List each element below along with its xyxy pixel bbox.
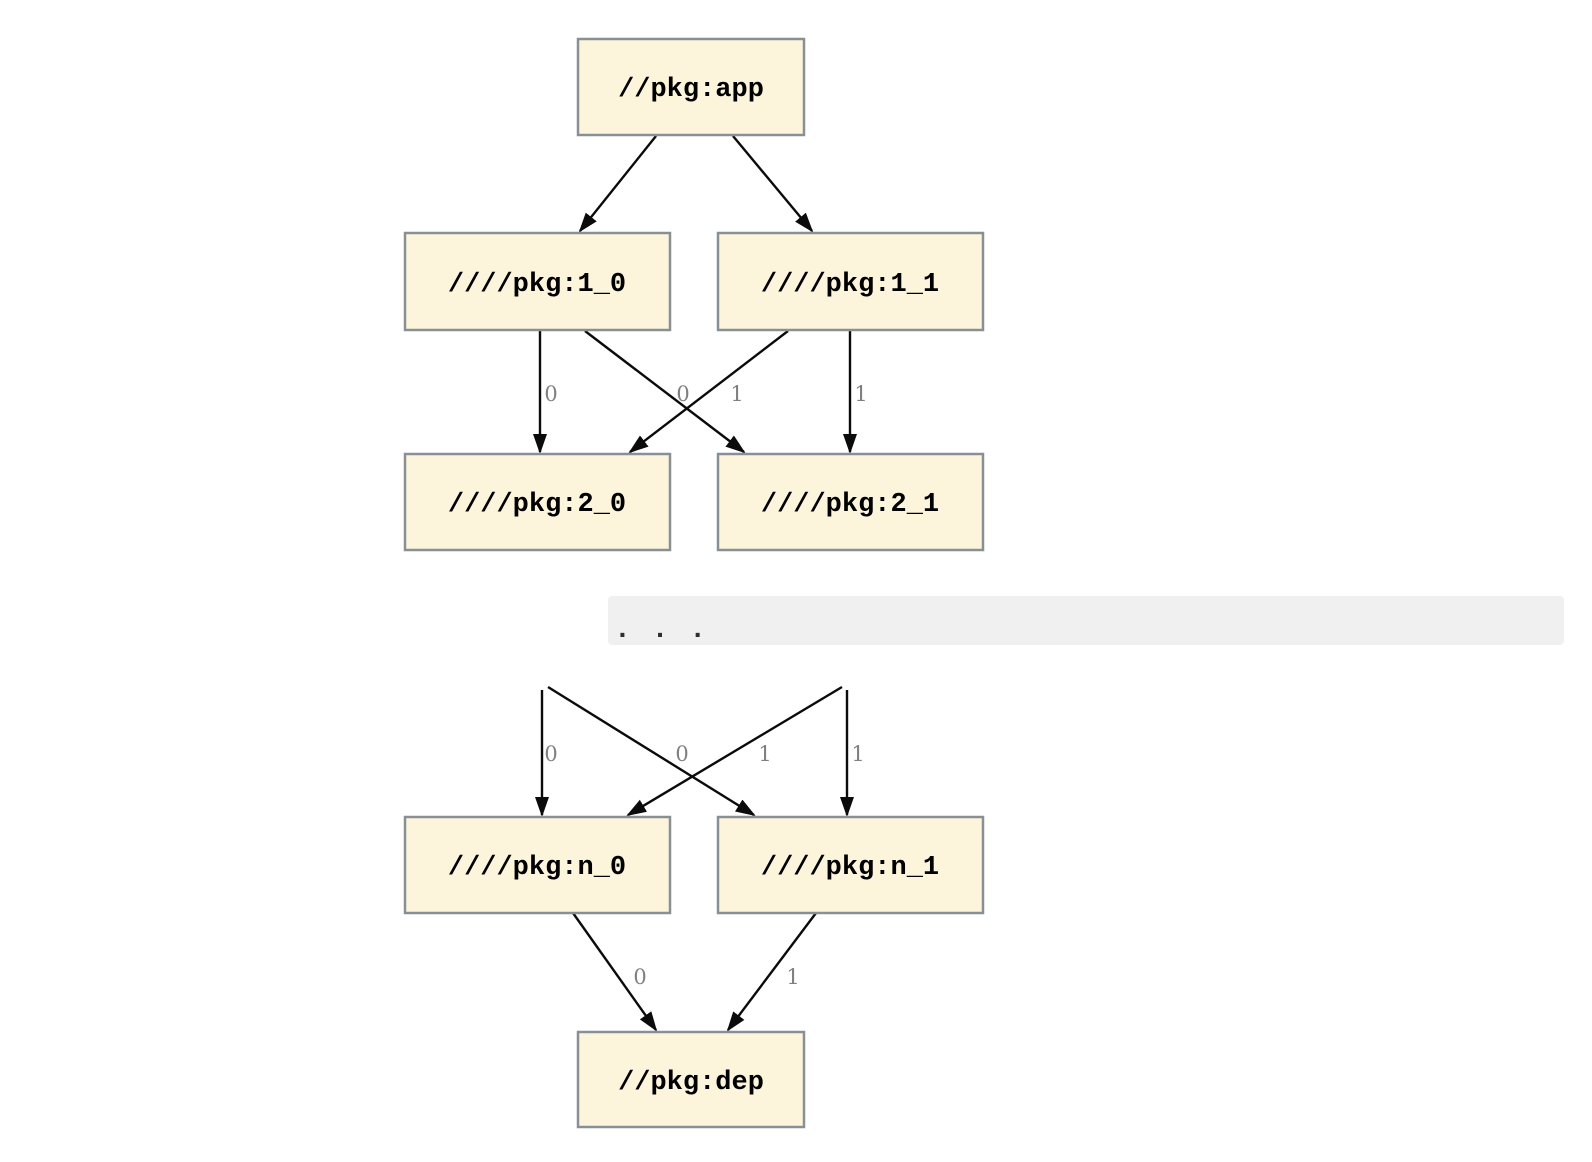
node-pkg-2-0: ////pkg:2_0 (403, 452, 672, 552)
node-pkg-app: //pkg:app (576, 37, 806, 137)
node-label: //pkg:dep (618, 1068, 764, 1098)
node-label: ////pkg:n_1 (761, 853, 939, 883)
node-box (576, 37, 806, 137)
edges-leveln-to-dep: 0 1 (572, 912, 817, 1032)
node-box (576, 1030, 806, 1129)
edge-label: 0 (544, 382, 557, 406)
node-label: ////pkg:1_0 (448, 270, 626, 300)
node-box (403, 815, 672, 915)
edge-label: 0 (544, 742, 557, 766)
edge-label: 1 (854, 382, 867, 406)
edge-label: 1 (730, 382, 743, 406)
edge-label: 0 (676, 382, 689, 406)
node-pkg-dep: //pkg:dep (576, 1030, 806, 1129)
node-box (403, 231, 672, 332)
edge-label: 0 (633, 965, 646, 989)
edge-label: 1 (851, 742, 864, 766)
edge-app-to-1-0 (578, 135, 657, 233)
node-box (716, 231, 985, 332)
node-pkg-n-1: ////pkg:n_1 (716, 815, 985, 915)
node-pkg-2-1: ////pkg:2_1 (716, 452, 985, 552)
edge-label: 0 (675, 742, 688, 766)
edges-ellipsis-to-leveln: 0 0 1 1 (535, 685, 865, 817)
edge-1-0-to-2-1 (584, 330, 746, 454)
node-box (716, 452, 985, 552)
edge-label: 1 (758, 742, 771, 766)
node-label: ////pkg:1_1 (761, 270, 939, 300)
ellipsis-section: . . . (608, 596, 1564, 646)
node-label: //pkg:app (618, 75, 764, 105)
node-label: ////pkg:2_1 (761, 490, 939, 520)
node-pkg-n-0: ////pkg:n_0 (403, 815, 672, 915)
edge-label: 1 (786, 965, 799, 989)
ellipsis-text: . . . (614, 615, 708, 646)
edge-to-n-1-cross (547, 685, 756, 817)
edge-1-1-to-2-0 (628, 330, 789, 454)
node-box (716, 815, 985, 915)
edges-level1-to-level2: 0 0 1 1 (533, 330, 868, 454)
node-pkg-1-1: ////pkg:1_1 (716, 231, 985, 332)
node-pkg-1-0: ////pkg:1_0 (403, 231, 672, 332)
edge-to-n-0-cross (626, 685, 843, 817)
node-box (403, 452, 672, 552)
node-label: ////pkg:n_0 (448, 853, 626, 883)
edge-n-0-to-dep (572, 912, 658, 1032)
node-label: ////pkg:2_0 (448, 490, 626, 520)
edges-app-to-level1 (578, 135, 814, 233)
ellipsis-bar (608, 596, 1564, 645)
edge-app-to-1-1 (732, 135, 814, 233)
edge-n-1-to-dep (726, 912, 817, 1032)
